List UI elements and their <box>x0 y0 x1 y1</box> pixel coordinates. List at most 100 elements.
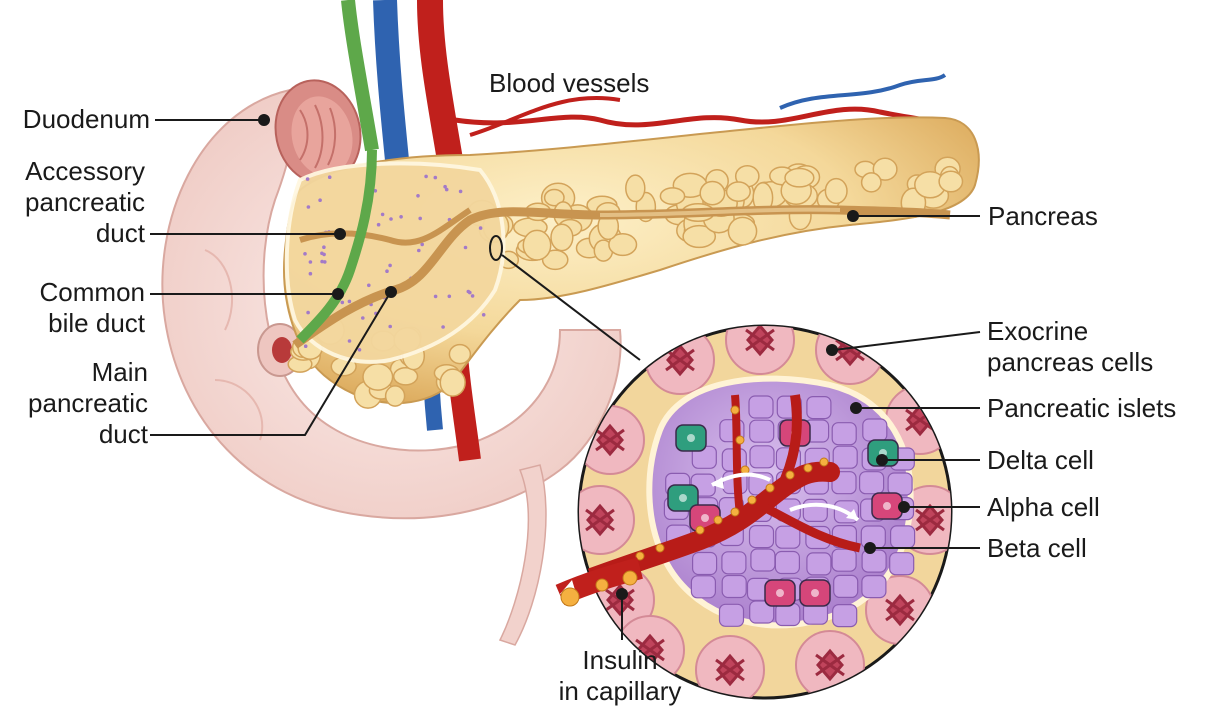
beta-cell <box>833 574 859 599</box>
islet-dot <box>306 310 310 315</box>
label-insulin-in-capillary: Insulin in capillary <box>558 645 682 706</box>
beta-cell <box>806 396 832 420</box>
insulin-granule <box>695 525 705 535</box>
label-exocrine-pancreas-cells: Exocrine pancreas cells <box>987 316 1154 377</box>
label-accessory-pancreatic-duct: Accessory pancreatic duct <box>25 156 145 248</box>
insulin-granule <box>803 463 813 473</box>
islet-dot <box>308 260 313 264</box>
pancreas-lobule <box>727 216 758 246</box>
pancreas-lobule <box>682 224 717 249</box>
islet-dot <box>388 263 392 268</box>
insulin-granule <box>713 515 723 525</box>
pancreas-lobule <box>522 229 552 261</box>
pancreas-lobule <box>384 385 406 407</box>
insulin-granule <box>730 405 740 415</box>
beta-cell <box>831 422 857 446</box>
insulin-granule <box>730 507 740 517</box>
beta-cell <box>802 498 828 522</box>
beta-cell <box>861 574 887 599</box>
beta-cell <box>749 445 775 469</box>
islet-dot <box>323 260 327 264</box>
leader-lines <box>150 114 981 640</box>
beta-cell <box>749 419 775 443</box>
islet-dot <box>388 324 393 329</box>
beta-cell <box>748 395 774 419</box>
pancreas-lobule <box>872 157 898 181</box>
islet-dot <box>481 313 486 317</box>
pancreas-lobule <box>448 343 472 365</box>
islet-dot <box>444 187 449 192</box>
insulin-granule <box>735 435 745 445</box>
islet-dot <box>327 175 332 179</box>
beta-cell <box>774 550 801 575</box>
pancreas-lobule <box>392 366 419 386</box>
pancreas-lobule <box>439 368 466 397</box>
beta-cell <box>750 548 776 572</box>
islet-dot <box>347 339 352 343</box>
beta-cell <box>861 549 887 573</box>
label-blood-vessels: Blood vessels <box>489 68 650 98</box>
islet-dot <box>305 177 310 181</box>
islet-dot <box>433 175 438 180</box>
islet-dot <box>441 325 445 329</box>
label-beta-cell: Beta cell <box>987 533 1087 563</box>
pancreas-lobule <box>860 172 882 193</box>
islet-dot <box>320 259 324 264</box>
label-delta-cell: Delta cell <box>987 445 1094 475</box>
islet-dot <box>433 294 438 299</box>
label-main-pancreatic-duct: Main pancreatic duct <box>28 357 148 449</box>
pancreas-shape <box>283 116 980 409</box>
insulin-granule <box>747 495 757 505</box>
label-alpha-cell: Alpha cell <box>987 492 1100 522</box>
beta-cell <box>832 445 858 469</box>
pancreas-lobule <box>608 233 638 257</box>
beta-cell <box>749 600 775 624</box>
islet-dot <box>417 248 421 253</box>
islet-dot <box>347 299 352 304</box>
islet-dot <box>376 222 381 227</box>
exocrine-acinus <box>795 630 865 698</box>
pancreas-lobule <box>784 167 815 188</box>
islet-dot <box>447 294 452 299</box>
exocrine-acinus <box>695 635 765 698</box>
beta-cell <box>775 525 801 549</box>
beta-cell <box>721 574 747 599</box>
pancreas-lobule <box>543 188 565 207</box>
exocrine-acinus <box>725 326 795 375</box>
pancreas-lobule <box>362 362 394 391</box>
islet-dot <box>306 205 311 209</box>
islet-dot <box>308 271 313 276</box>
insulin-granule <box>785 470 795 480</box>
beta-cell <box>775 602 801 627</box>
beta-cell <box>748 524 775 549</box>
islet-dot <box>303 252 307 256</box>
islet-dot <box>318 198 322 202</box>
label-duodenum: Duodenum <box>22 104 150 134</box>
beta-cell <box>806 552 832 576</box>
beta-cell <box>862 418 888 442</box>
beta-cell <box>718 603 745 627</box>
label-common-bile-duct: Common bile duct <box>39 277 145 338</box>
exocrine-acinus <box>579 485 635 555</box>
islet-dot <box>458 189 463 194</box>
pancreas-lobule <box>699 180 726 206</box>
islet-dot <box>340 300 345 305</box>
insulin-granule <box>655 543 665 553</box>
insulin-granule <box>635 551 645 561</box>
pancreas-lobule <box>625 174 646 203</box>
islet-dot <box>463 245 468 250</box>
islet-dot <box>303 344 308 349</box>
pancreas-lobule <box>659 187 686 206</box>
islet-dot <box>416 194 420 198</box>
islet-dot <box>361 316 365 320</box>
beta-cell <box>691 551 718 576</box>
insulin-granule <box>765 483 775 493</box>
beta-cell <box>889 552 915 576</box>
pancreas-lobule <box>541 249 569 271</box>
islet-dot <box>478 226 483 230</box>
islet-dot <box>466 289 471 294</box>
label-pancreas: Pancreas <box>988 201 1098 231</box>
islet-dot <box>380 212 385 217</box>
islet-dot <box>424 174 428 179</box>
